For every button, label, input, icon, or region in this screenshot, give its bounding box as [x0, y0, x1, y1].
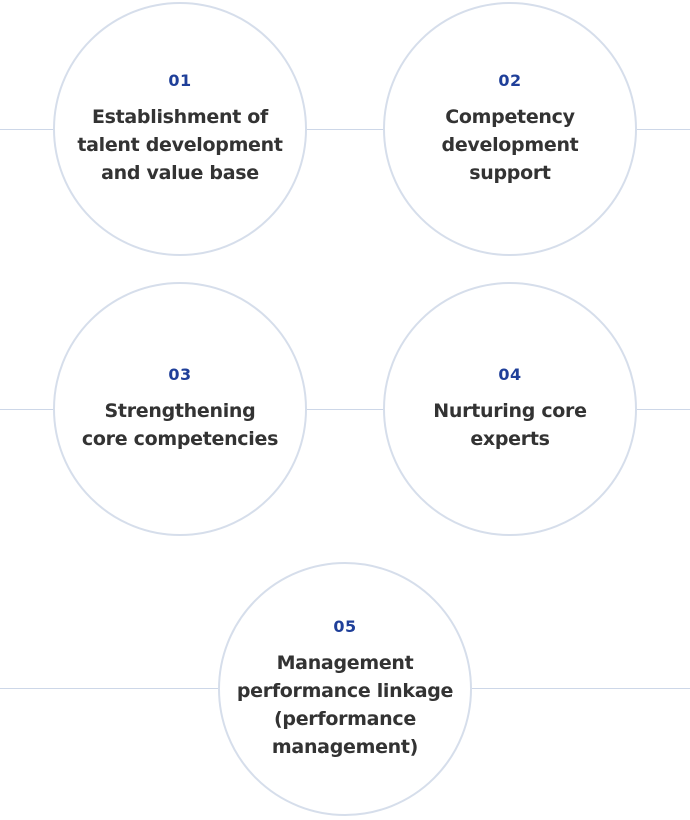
step-circle-02: 02 Competency development support [383, 2, 637, 256]
step-number: 01 [168, 71, 192, 90]
step-circle-01: 01 Establishment of talent development a… [53, 2, 307, 256]
step-circle-04: 04 Nurturing core experts [383, 282, 637, 536]
step-title: Nurturing core experts [433, 400, 587, 450]
step-number: 05 [333, 617, 357, 636]
step-number: 03 [168, 365, 192, 384]
step-title: Strengthening core competencies [81, 400, 279, 450]
step-title: Competency development support [441, 106, 579, 184]
step-circle-03: 03 Strengthening core competencies [53, 282, 307, 536]
step-title: Management performance linkage (performa… [236, 652, 454, 758]
step-title: Establishment of talent development and … [77, 106, 283, 184]
step-circle-05: 05 Management performance linkage (perfo… [218, 562, 472, 816]
connector-line-row2 [0, 409, 690, 410]
step-number: 04 [498, 365, 522, 384]
step-number: 02 [498, 71, 522, 90]
connector-line-row1 [0, 129, 690, 130]
